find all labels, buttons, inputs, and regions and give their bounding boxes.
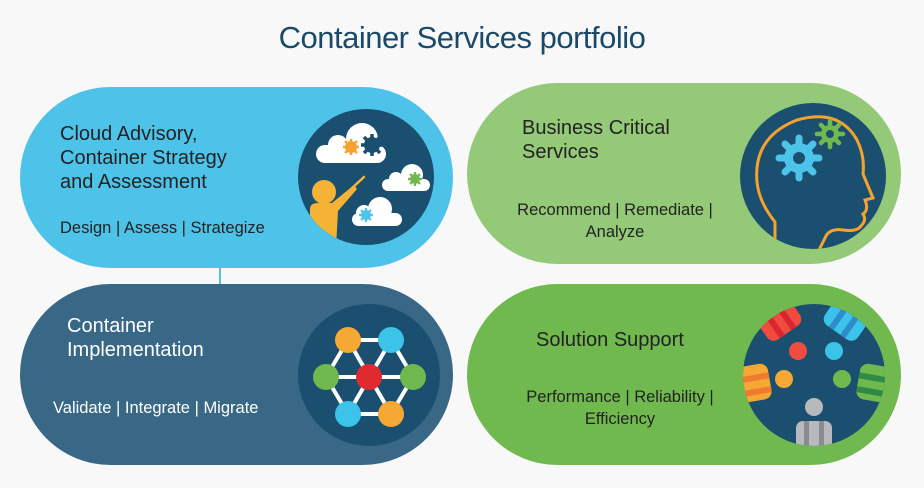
heading-line: Cloud Advisory, — [60, 123, 198, 145]
heading-line: Solution Support — [536, 329, 684, 351]
node — [378, 327, 404, 353]
node — [335, 327, 361, 353]
icon-circle — [740, 103, 886, 249]
gear-icon — [775, 134, 823, 182]
head-with-gears-icon — [740, 103, 886, 249]
business-critical-subtitle: Recommend | Remediate | Analyze — [490, 199, 740, 243]
page-title: Container Services portfolio — [278, 20, 646, 55]
subtitle-line: Efficiency — [584, 410, 656, 428]
head — [833, 370, 851, 388]
heading-line: Container — [67, 315, 154, 337]
node — [400, 364, 426, 390]
node — [313, 364, 339, 390]
gear-icon — [343, 139, 359, 155]
connector-line — [219, 266, 221, 286]
subtitle-line: Performance | Reliability | — [526, 388, 714, 406]
implementation-subtitle: Validate | Integrate | Migrate — [53, 399, 259, 417]
network-hexagon-icon — [298, 304, 440, 446]
solution-support-subtitle: Performance | Reliability | Efficiency — [495, 386, 745, 430]
gear-icon — [814, 118, 846, 150]
cloud-advisory-subtitle: Design | Assess | Strategize — [60, 219, 265, 237]
heading-line: Container Strategy — [60, 147, 227, 169]
presenter-with-clouds-and-gears-icon — [298, 109, 434, 245]
person-grey — [796, 421, 832, 446]
business-critical-heading: Business Critical Services — [522, 116, 670, 164]
heading-line: Services — [522, 141, 599, 163]
subtitle-line: Recommend | Remediate | — [517, 201, 713, 219]
heading-line: Business Critical — [522, 117, 670, 139]
head — [775, 370, 793, 388]
head — [825, 342, 843, 360]
head — [789, 342, 807, 360]
head — [805, 398, 823, 416]
gear-icon — [361, 134, 383, 156]
solution-support-heading: Solution Support — [536, 328, 684, 352]
node — [335, 401, 361, 427]
node — [378, 401, 404, 427]
gear-icon — [359, 208, 373, 222]
head-outline — [755, 115, 876, 249]
heading-line: Implementation — [67, 339, 204, 361]
subtitle-line: Analyze — [585, 223, 645, 241]
support-team-icon — [743, 304, 885, 446]
node — [356, 364, 382, 390]
implementation-heading: Container Implementation — [67, 314, 204, 362]
gear-icon — [408, 172, 422, 186]
cloud-advisory-heading: Cloud Advisory, Container Strategy and A… — [60, 122, 227, 194]
heading-line: and Assessment — [60, 171, 207, 193]
